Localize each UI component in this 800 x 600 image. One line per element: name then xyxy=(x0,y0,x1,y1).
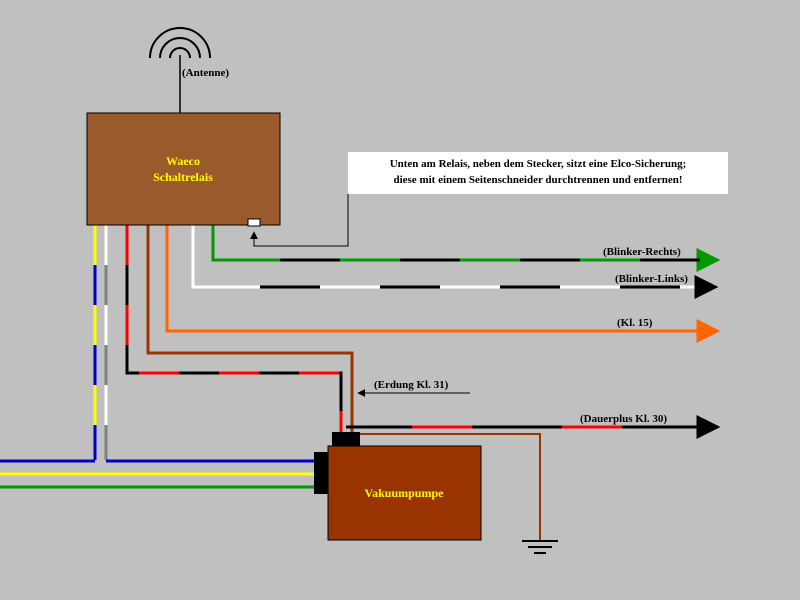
fuse-marker xyxy=(247,218,261,227)
ground-symbol-icon xyxy=(522,540,558,554)
wire-blinker-left xyxy=(191,225,719,299)
blinker-left-label: (Blinker-Links) xyxy=(615,273,688,285)
ground-label: (Erdung Kl. 31) xyxy=(374,379,449,391)
antenna-label: (Antenne) xyxy=(182,67,229,79)
permanent-plus-label: (Dauerplus Kl. 30) xyxy=(580,413,667,425)
note-pointer xyxy=(250,194,349,247)
wire-blinker-right xyxy=(211,225,721,272)
fuse-note-line1: Unten am Relais, neben dem Stecker, sitz… xyxy=(389,158,687,170)
wire-ground xyxy=(355,433,541,540)
relay-label-line1: Waeco xyxy=(166,154,200,168)
kl15-label: (Kl. 15) xyxy=(617,317,653,329)
relay-box xyxy=(86,112,281,226)
blinker-right-label: (Blinker-Rechts) xyxy=(603,246,681,258)
fuse-note-line2: diese mit einem Seitenschneider durchtre… xyxy=(393,174,683,186)
wire-kl15 xyxy=(165,225,721,343)
fuse-note: Unten am Relais, neben dem Stecker, sitz… xyxy=(348,152,728,194)
vacuum-pump-box xyxy=(327,445,482,541)
pump-label: Vakuumpumpe xyxy=(365,486,445,500)
relay-label-line2: Schaltrelais xyxy=(153,170,213,184)
pump-top-connector xyxy=(332,432,360,448)
wire-red-black-to-pump xyxy=(125,225,343,432)
wire-blue-yellow xyxy=(0,225,97,463)
wire-brown-to-pump xyxy=(146,225,354,432)
wire-grey-white xyxy=(104,225,316,463)
antenna-icon xyxy=(149,27,211,113)
pump-side-connector xyxy=(314,452,330,494)
